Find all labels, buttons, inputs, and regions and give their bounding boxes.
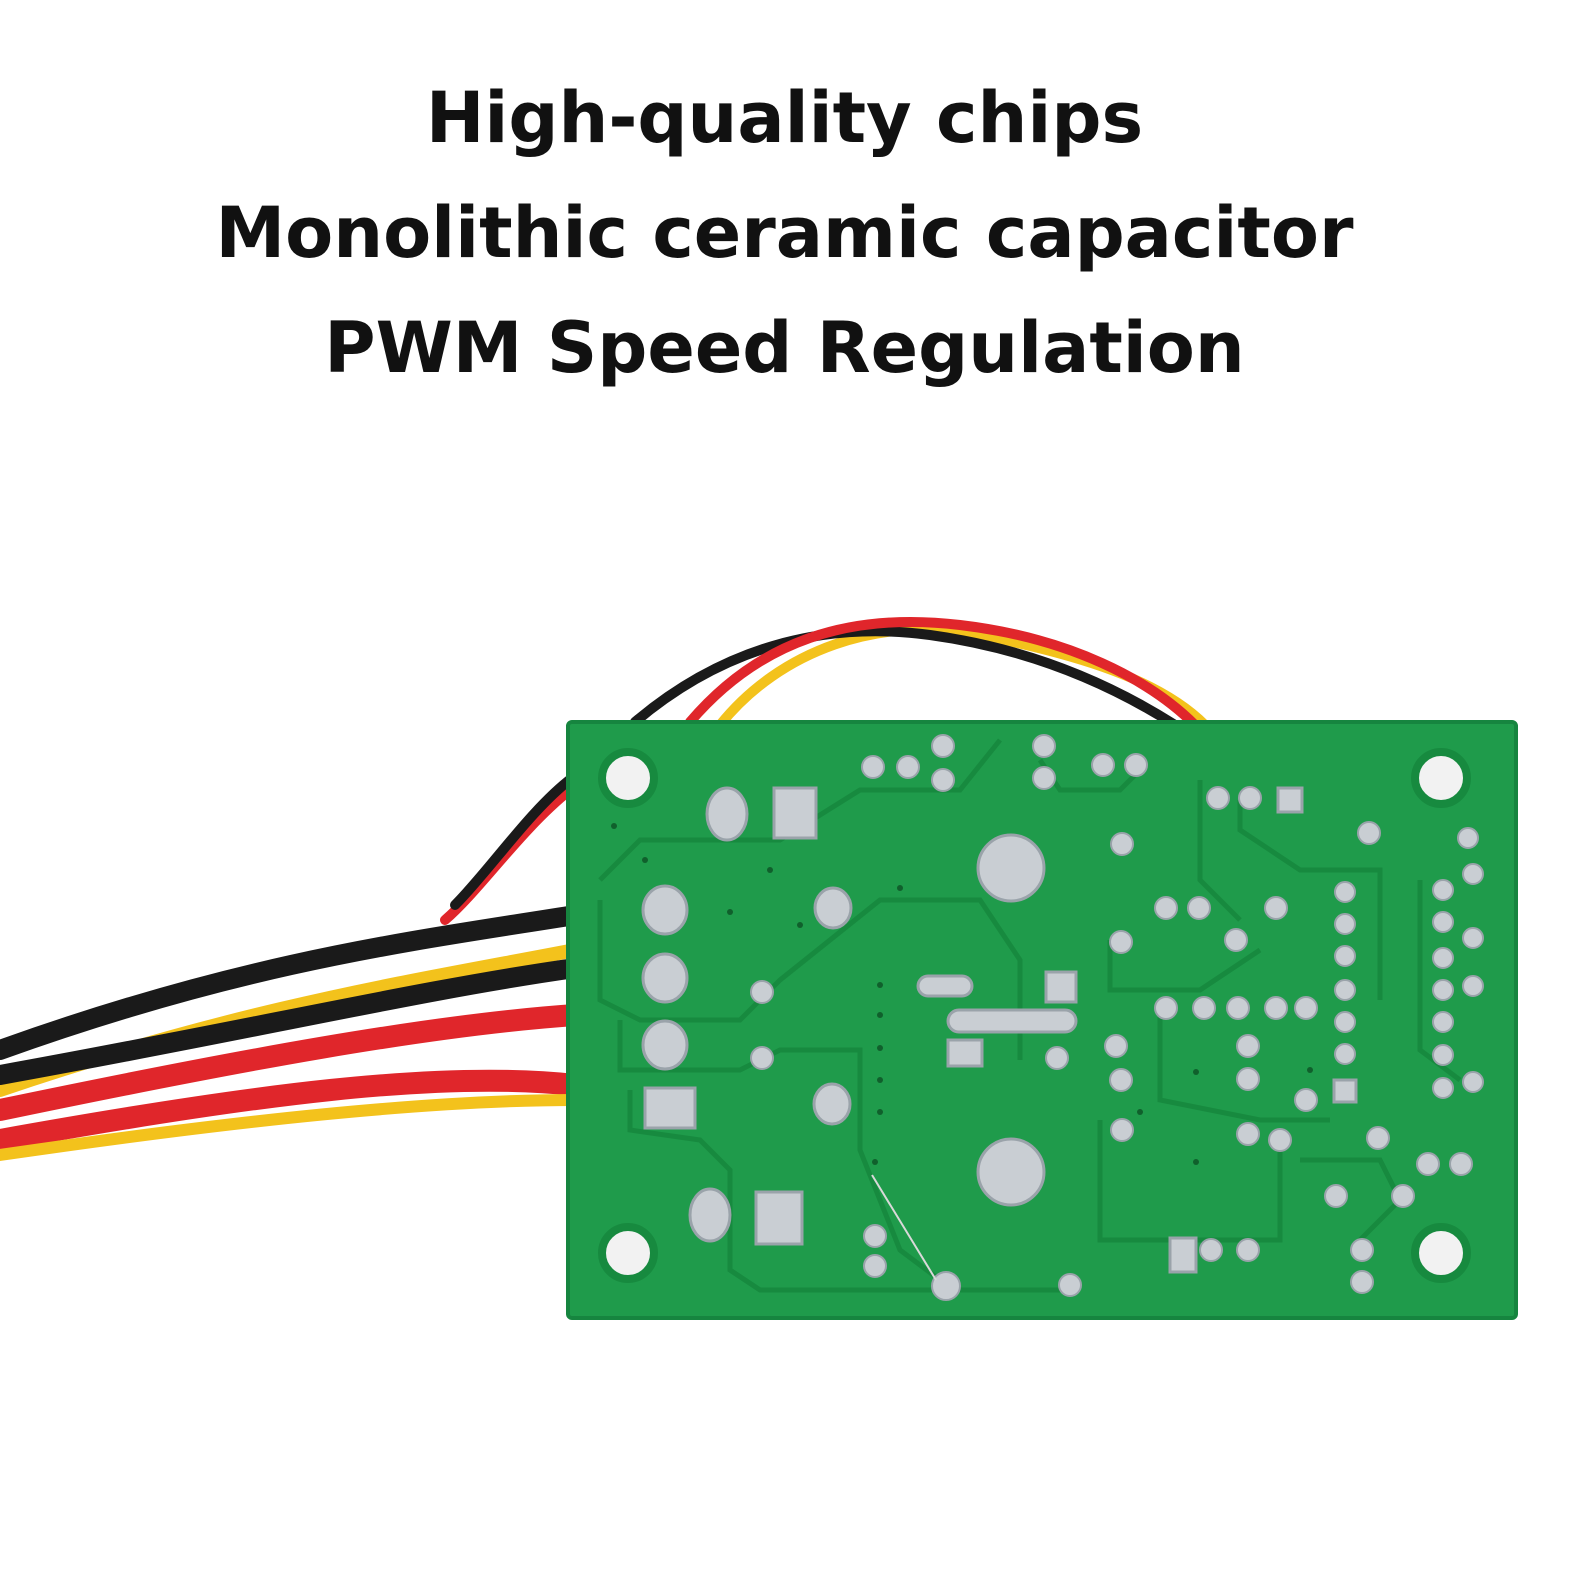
vias: [611, 823, 1313, 1165]
headline-line-1: High-quality chips: [425, 77, 1144, 159]
mounting-holes: [598, 748, 1471, 1283]
wire-black-1: [0, 905, 585, 1060]
headline-line-2: Monolithic ceramic capacitor: [215, 192, 1354, 274]
headline-line-3: PWM Speed Regulation: [324, 307, 1245, 389]
oval-pads: [641, 786, 853, 1243]
wire-black-top: [630, 626, 1180, 730]
wire-red-top: [685, 616, 1200, 730]
pcb-board: [566, 720, 1518, 1320]
small-pads: [750, 734, 1484, 1301]
wire-black-2: [0, 958, 585, 1085]
component-lead: [871, 1174, 937, 1281]
large-solder-joints: [916, 833, 1078, 1207]
wire-red-2: [0, 1069, 586, 1151]
square-pads: [643, 786, 1358, 1274]
wire-yellow-2: [0, 1094, 581, 1161]
wire-red-1: [0, 1004, 586, 1121]
copper-traces: [597, 738, 1462, 1293]
wire-black-side: [450, 773, 577, 910]
wire-bundle: [0, 616, 1210, 1161]
